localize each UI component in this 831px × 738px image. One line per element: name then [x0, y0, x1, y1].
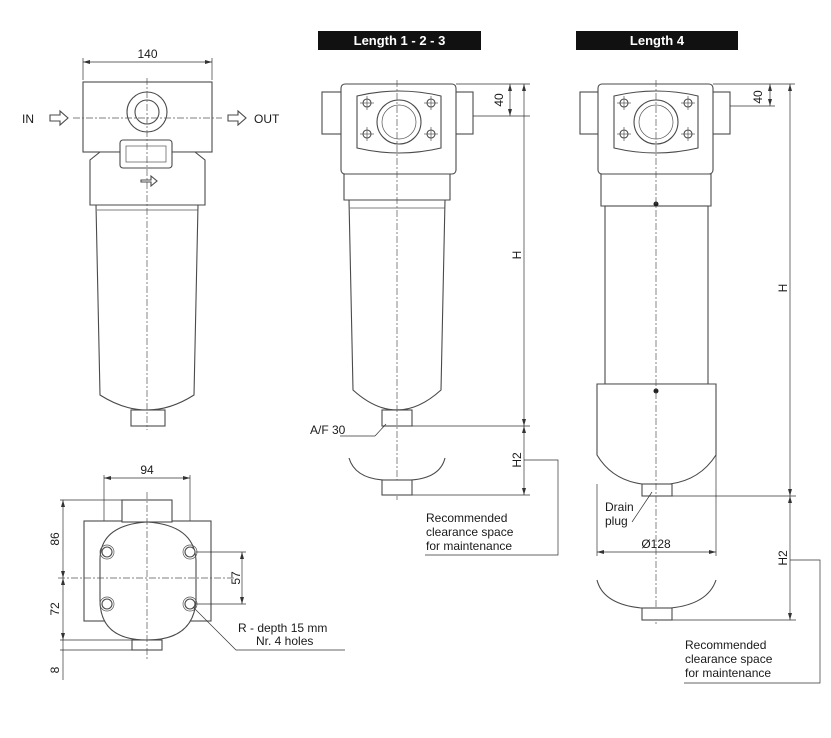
- length-123-view: Length 1 - 2 - 3 40 H: [310, 31, 559, 556]
- dim-86: 86: [48, 532, 62, 546]
- dim-dia128: Ø128: [641, 537, 671, 551]
- bottom-view: 94 86 72 8 57 R - depth: [48, 463, 345, 680]
- dim-8: 8: [48, 666, 62, 673]
- length-123-header: [318, 31, 481, 50]
- clearance-label-a1: Recommended: [426, 511, 507, 525]
- length-4-header: [576, 31, 738, 50]
- r-label-line2: Nr. 4 holes: [256, 634, 313, 648]
- out-arrow-icon: [227, 109, 247, 127]
- dim-94: 94: [140, 463, 154, 477]
- af-label: A/F 30: [310, 423, 346, 437]
- drain-label-line1: Drain: [605, 500, 634, 514]
- front-view: 140 IN OUT: [22, 47, 280, 430]
- dim-40-length123: 40: [492, 93, 506, 107]
- clearance-label-a3: for maintenance: [426, 539, 512, 553]
- r-label-line1: R - depth 15 mm: [238, 621, 327, 635]
- dim-H-length4: H: [776, 284, 790, 293]
- clearance-label-b2: clearance space: [685, 652, 773, 666]
- length-4-label: Length 4: [630, 33, 685, 48]
- dim-H-length123: H: [510, 251, 524, 260]
- clearance-label-b3: for maintenance: [685, 666, 771, 680]
- dim-57: 57: [229, 571, 243, 585]
- clearance-label-b1: Recommended: [685, 638, 766, 652]
- dim-H2-length123: H2: [510, 452, 524, 468]
- dim-40-length4: 40: [751, 90, 765, 104]
- dim-H2-length4: H2: [776, 550, 790, 566]
- dim-72: 72: [48, 602, 62, 616]
- in-label: IN: [22, 112, 34, 126]
- drain-label-line2: plug: [605, 514, 628, 528]
- out-label: OUT: [254, 112, 280, 126]
- in-arrow-icon: [49, 109, 69, 127]
- length-4-view: Length 4 40 H: [576, 31, 821, 684]
- length-123-label: Length 1 - 2 - 3: [354, 33, 446, 48]
- dim-140: 140: [137, 47, 157, 61]
- clearance-label-a2: clearance space: [426, 525, 514, 539]
